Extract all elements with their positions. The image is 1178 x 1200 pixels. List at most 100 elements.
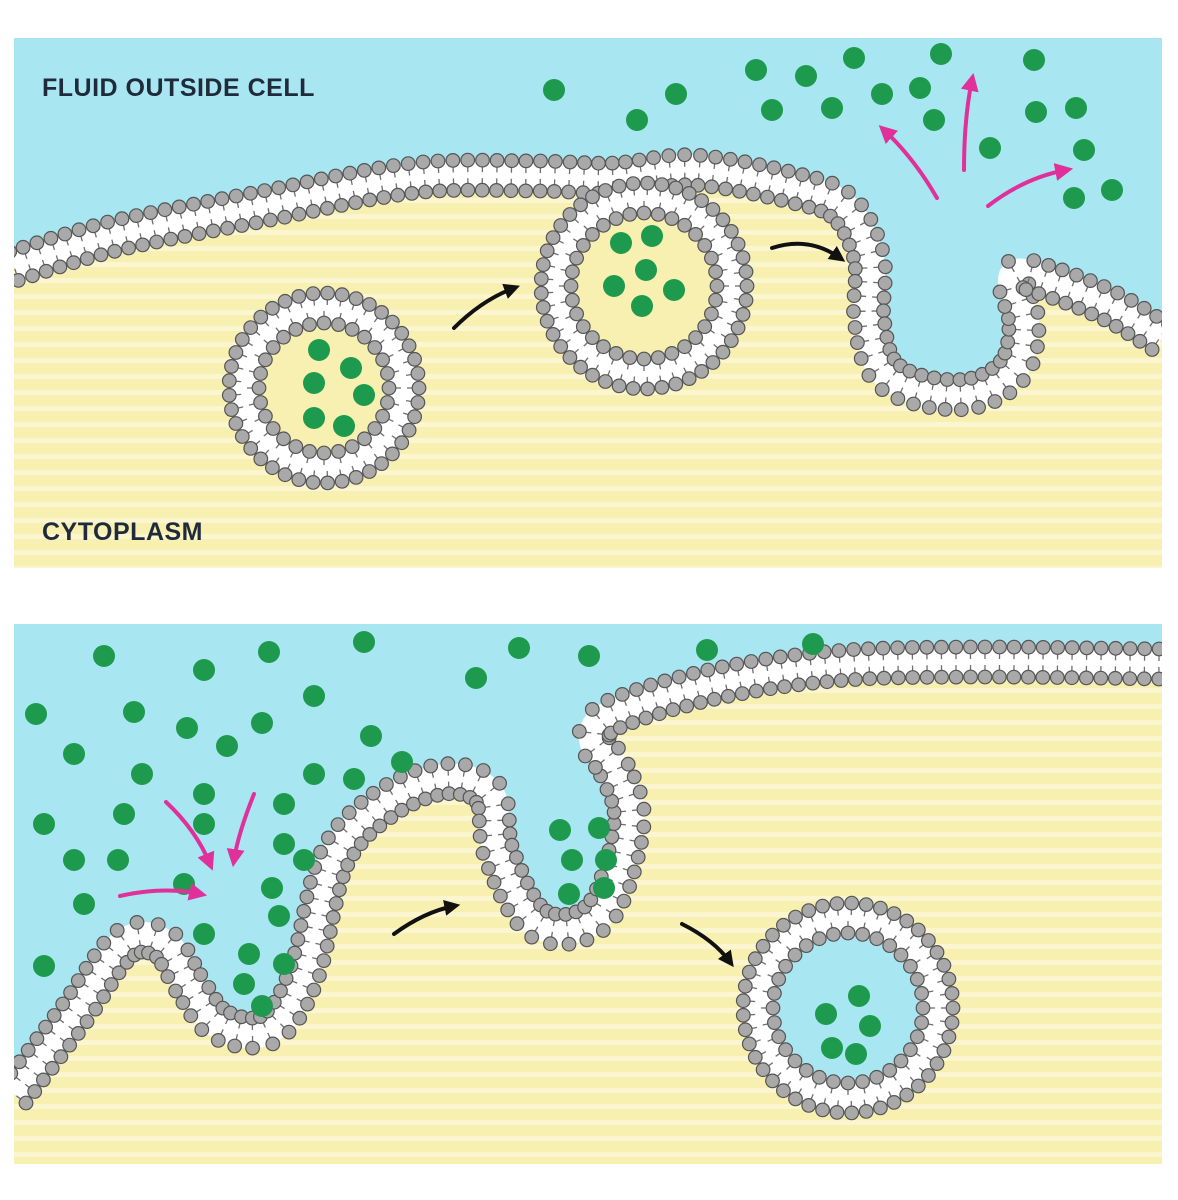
secretory-vesicle	[221, 285, 427, 491]
phospholipid-head-icon	[1123, 292, 1139, 308]
phospholipid-head-icon	[332, 882, 347, 898]
phospholipid-head-icon	[681, 371, 697, 387]
phospholipid-head-icon	[847, 273, 863, 289]
green-molecule-icon	[558, 883, 580, 905]
green-molecule-icon	[233, 973, 255, 995]
green-molecule-icon	[821, 1037, 843, 1059]
phospholipid-head-icon	[296, 903, 312, 919]
phospholipid-head-icon	[265, 421, 281, 436]
vesicle-cargo-3	[815, 985, 881, 1065]
green-molecule-icon	[696, 639, 718, 661]
green-molecule-icon	[641, 225, 663, 247]
black-curved-arrow-icon	[680, 922, 734, 968]
phospholipid-head-icon	[245, 1040, 261, 1056]
phospholipid-head-icon	[646, 150, 661, 166]
phospholipid-head-icon	[886, 906, 902, 922]
green-molecule-icon	[665, 83, 687, 105]
phospholipid-head-icon	[914, 986, 929, 1001]
phospholipid-head-icon	[1149, 309, 1162, 324]
phospholipid-head-icon	[221, 387, 237, 403]
phospholipid-head-icon	[100, 214, 115, 230]
green-molecule-icon	[33, 813, 55, 835]
phospholipid-head-icon	[708, 149, 723, 165]
phospholipid-head-icon	[694, 364, 709, 379]
phospholipid-head-icon	[410, 366, 426, 381]
phospholipid-head-icon	[292, 1010, 308, 1026]
phospholipid-head-icon	[608, 346, 624, 361]
phospholipid-head-icon	[299, 174, 315, 190]
phospholipid-head-icon	[500, 796, 516, 812]
phospholipid-head-icon	[846, 288, 862, 304]
phospholipid-head-icon	[565, 264, 580, 280]
phospholipid-head-icon	[765, 927, 780, 943]
phospholipid-head-icon	[386, 158, 401, 173]
green-molecule-icon	[391, 751, 413, 773]
phospholipid-head-icon	[381, 380, 397, 396]
phospholipid-head-icon	[353, 794, 369, 810]
phospholipid-head-icon	[1035, 639, 1051, 655]
phospholipid-head-icon	[855, 1074, 870, 1090]
phospholipid-head-icon	[585, 226, 600, 242]
phospholipid-head-icon	[334, 287, 350, 303]
phospholipid-head-icon	[801, 199, 817, 215]
phospholipid-head-icon	[234, 429, 250, 444]
phospholipid-head-icon	[29, 1031, 45, 1047]
phospholipid-head-icon	[697, 319, 713, 335]
phospholipid-head-icon	[407, 409, 423, 425]
phospholipid-head-icon	[640, 175, 655, 191]
phospholipid-head-icon	[798, 1063, 814, 1078]
phospholipid-head-icon	[376, 190, 392, 205]
phospholipid-head-icon	[96, 989, 111, 1005]
phospholipid-head-icon	[787, 1053, 803, 1069]
phospholipid-head-icon	[55, 996, 71, 1012]
phospholipid-head-icon	[765, 1073, 780, 1089]
phospholipid-head-icon	[652, 706, 667, 722]
green-molecule-icon	[561, 849, 583, 871]
phospholipid-head-icon	[760, 189, 775, 205]
phospholipid-head-icon	[631, 152, 647, 168]
green-molecule-icon	[795, 65, 817, 87]
phospholipid-head-icon	[509, 849, 524, 865]
phospholipid-head-icon	[921, 1068, 936, 1083]
magenta-arrow-icon	[226, 792, 256, 868]
phospholipid-head-icon	[720, 688, 736, 704]
phospholipid-head-icon	[948, 639, 964, 655]
phospholipid-head-icon	[394, 802, 410, 818]
green-molecule-icon	[1101, 179, 1123, 201]
phospholipid-head-icon	[886, 1095, 902, 1110]
phospholipid-head-icon	[723, 333, 739, 349]
phospholipid-head-icon	[394, 435, 410, 451]
phospholipid-head-icon	[1122, 671, 1138, 686]
black-curved-arrow-icon	[770, 241, 846, 262]
exocytosis-diagram	[14, 38, 1162, 568]
phospholipid-head-icon	[877, 275, 893, 291]
phospholipid-head-icon	[243, 441, 259, 456]
phospholipid-head-icon	[432, 183, 448, 199]
phospholipid-head-icon	[622, 350, 638, 366]
phospholipid-head-icon	[840, 1075, 856, 1091]
green-molecule-icon	[216, 735, 238, 757]
phospholipid-head-icon	[809, 170, 825, 186]
plasma-membrane-top-tails	[14, 154, 1162, 410]
phospholipid-head-icon	[380, 366, 395, 381]
green-molecule-icon	[268, 905, 290, 927]
phospholipid-head-icon	[492, 775, 508, 791]
phospholipid-head-icon	[320, 285, 336, 301]
phospholipid-head-icon	[43, 230, 59, 246]
green-molecule-icon	[593, 877, 615, 899]
phospholipid-head-icon	[163, 231, 179, 247]
phospholipid-head-icon	[1108, 640, 1124, 656]
phospholipid-head-icon	[577, 155, 592, 171]
phospholipid-head-icon	[306, 982, 322, 998]
phospholipid-head-icon	[385, 446, 400, 462]
phospholipid-head-icon	[776, 1083, 791, 1099]
phospholipid-head-icon	[553, 339, 569, 354]
phospholipid-head-icon	[1079, 640, 1095, 656]
phospholipid-head-icon	[257, 352, 273, 368]
phospholipid-head-icon	[79, 1014, 95, 1030]
phospholipid-head-icon	[914, 367, 930, 383]
phospholipid-head-icon	[801, 1098, 817, 1113]
phospholipid-head-icon	[224, 402, 239, 418]
phospholipid-head-icon	[1084, 306, 1100, 322]
phospholipid-head-icon	[694, 193, 709, 209]
